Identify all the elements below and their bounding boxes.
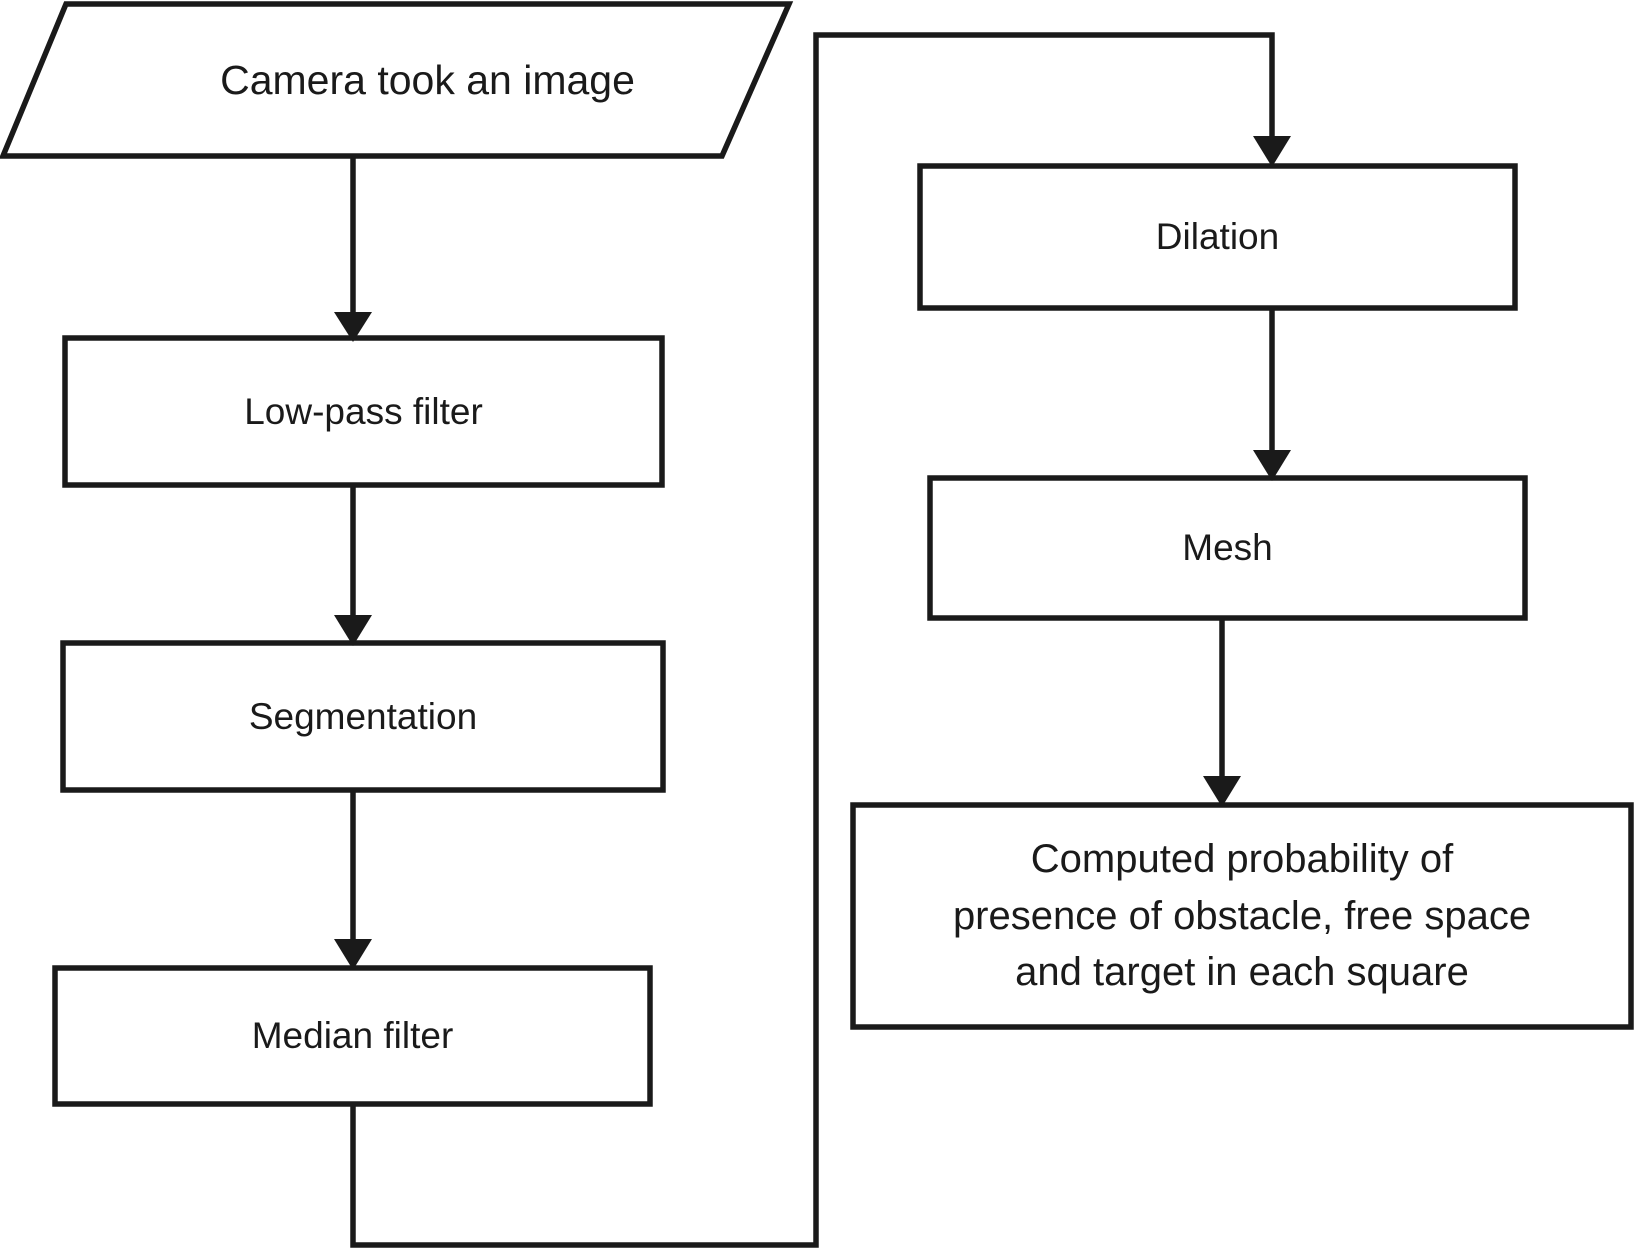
- edge-camera-to-lowpass: [334, 156, 372, 342]
- edge-segment-to-median: [334, 790, 372, 970]
- arrowhead-icon: [1253, 450, 1291, 481]
- node-shape-segmentation[interactable]: [60, 640, 666, 793]
- node-shape-computed-probability[interactable]: [850, 802, 1634, 1030]
- edge-mesh-to-computed: [1203, 618, 1241, 807]
- node-shape-camera-took-an-image[interactable]: [0, 1, 794, 159]
- edge-median-to-dilation: [350, 32, 1291, 1248]
- arrowhead-icon: [1253, 136, 1291, 167]
- arrowhead-icon: [334, 615, 372, 646]
- edge-dilation-to-mesh: [1253, 308, 1291, 481]
- arrowhead-icon: [334, 312, 372, 342]
- arrowhead-icon: [334, 939, 372, 970]
- node-shape-mesh[interactable]: [927, 475, 1528, 621]
- node-shape-median-filter[interactable]: [52, 965, 653, 1107]
- edge-lowpass-to-segment: [334, 485, 372, 646]
- arrowhead-icon: [1203, 776, 1241, 807]
- node-shape-dilation[interactable]: [917, 163, 1518, 311]
- node-shape-low-pass-filter[interactable]: [62, 335, 665, 488]
